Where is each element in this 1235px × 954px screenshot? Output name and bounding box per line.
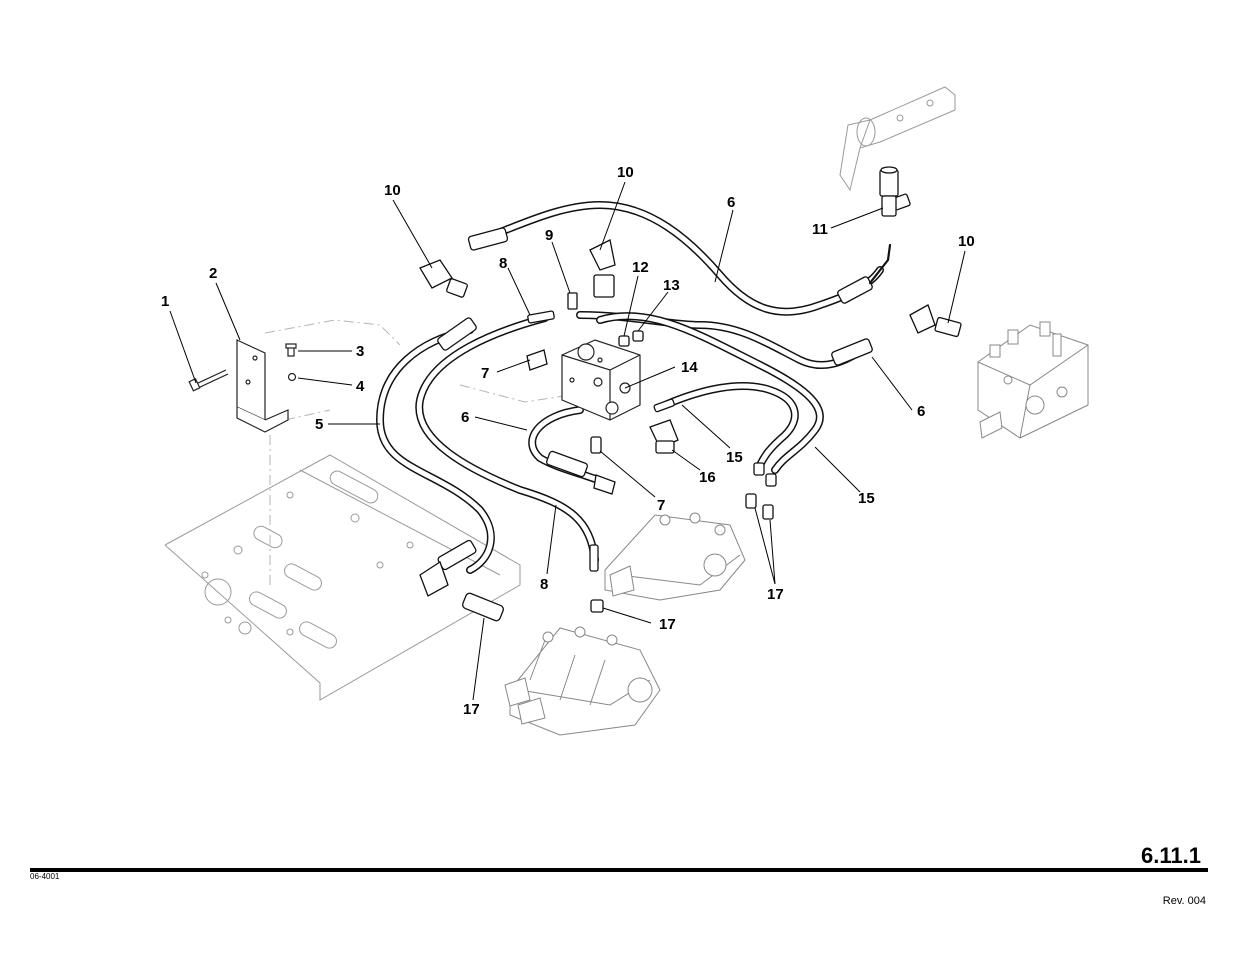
main-valve-bank-lower [504,626,661,736]
callout-labels: 1 2 3 4 5 6 6 6 7 7 8 8 9 10 10 10 11 12… [161,164,975,718]
mounting-bracket [236,339,289,433]
small-nut [287,372,297,382]
document-code: 06-4001 [30,872,60,881]
hose-6-upper [467,201,892,316]
callout-12: 12 [632,259,649,276]
callout-3: 3 [356,343,364,360]
control-valve-block [977,321,1089,439]
main-valve-bank-upper [604,512,746,601]
elbow-fitting-16 [649,419,679,454]
fitting-12 [618,335,630,347]
callout-17-right: 17 [767,586,784,603]
chassis-plate [164,454,521,701]
callout-8-top: 8 [499,255,507,272]
callout-4: 4 [356,378,365,395]
callout-13: 13 [663,277,680,294]
manifold-block [561,339,641,421]
hose-8 [415,310,599,572]
callout-11: 11 [812,221,828,238]
callout-8-lower: 8 [540,576,548,593]
callout-6-right: 6 [917,403,925,420]
callout-6-left: 6 [461,409,469,426]
fitting-13 [632,330,644,342]
fitting-7-left [526,349,548,371]
fitting-7-lower [590,436,602,454]
hose-15-inner [653,381,799,469]
hose-6-lower [528,406,616,495]
footer-rule [30,868,1208,872]
callout-1: 1 [161,293,169,310]
revision-label: Rev. 004 [1162,895,1206,907]
callout-17-mid: 17 [659,616,676,633]
leader-lines [169,181,966,701]
frame-tube [839,86,956,192]
callout-5: 5 [315,416,323,433]
hose-5 [376,317,495,597]
callout-9: 9 [545,227,553,244]
hose-15-outer [596,312,824,474]
page-number: 6.11.1 [1141,843,1201,868]
callout-10-top: 10 [617,164,634,181]
fittings-17 [462,462,777,622]
callout-6-top: 6 [727,194,735,211]
tee-fitting-11 [879,166,911,217]
elbow-fitting-right [909,304,962,338]
callout-17-left: 17 [463,701,480,718]
callout-15-inner: 15 [726,449,743,466]
bolt [188,369,229,392]
callout-7-lower: 7 [657,497,665,514]
fitting-9 [567,292,578,310]
callout-10-right: 10 [958,233,975,250]
elbow-fitting-top [589,239,616,298]
callout-15-outer: 15 [858,490,875,507]
elbow-fitting-left [419,259,468,298]
callout-16: 16 [699,469,716,486]
callout-14: 14 [681,359,698,376]
callout-7-left: 7 [481,365,489,382]
small-screw [285,343,297,357]
bracket-outline [264,319,571,585]
callout-10-left: 10 [384,182,401,199]
callout-2: 2 [209,265,217,282]
